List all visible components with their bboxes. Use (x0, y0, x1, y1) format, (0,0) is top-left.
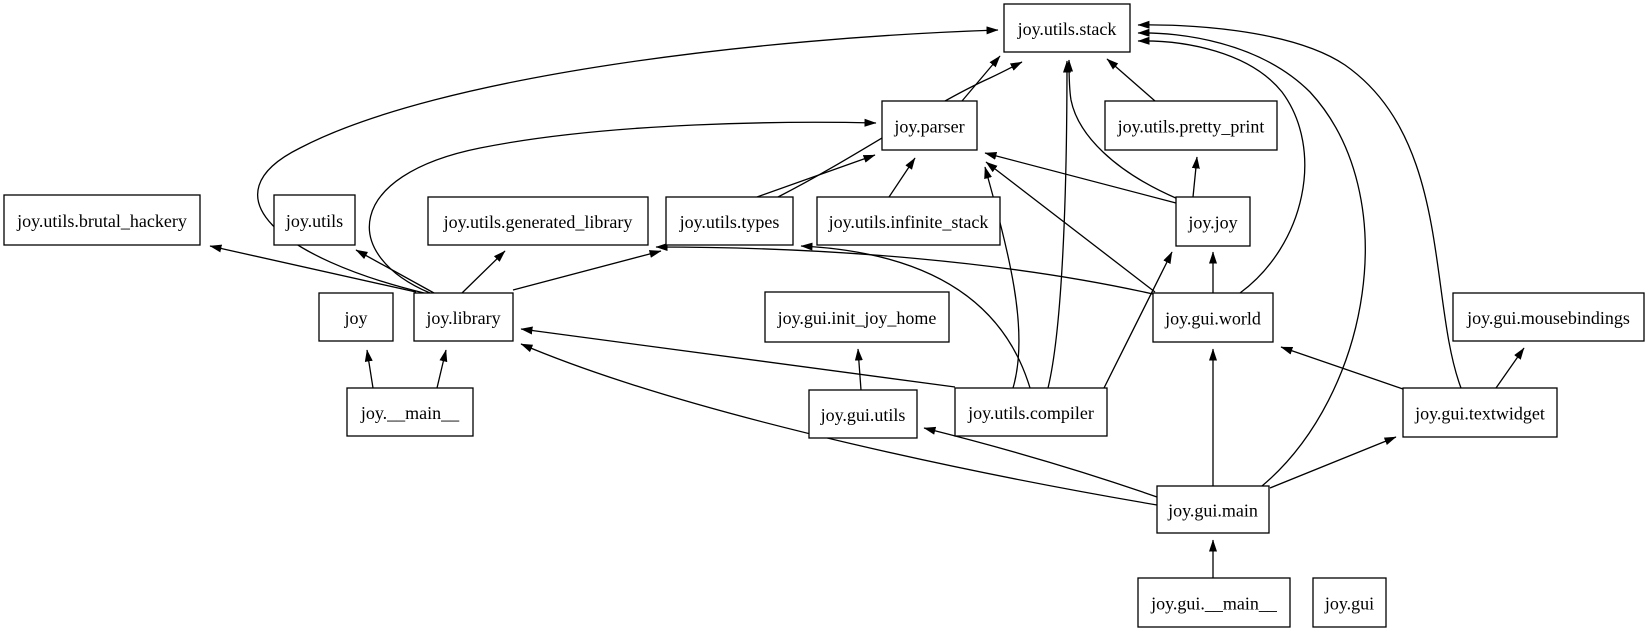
edge-joy-gui-main-to-joy-utils-stack (1137, 28, 1366, 487)
edge-joy-gui-utils-to-joy-gui-init-joy-home (854, 348, 863, 391)
node-label-joy-gui-world: joy.gui.world (1164, 309, 1261, 329)
node-joy-utils-brutal-hackery: joy.utils.brutal_hackery (3, 194, 201, 246)
edge-joy-main-to-joy-library (436, 349, 448, 389)
node-box-joy-gui (1312, 577, 1387, 628)
node-label-joy-gui: joy.gui (1324, 594, 1374, 614)
node-box-joy-gui-world (1152, 292, 1274, 343)
edge-joy-utils-compiler-to-joy-utils-stack (1047, 60, 1071, 389)
node-box-joy-gui-main-module (1137, 577, 1291, 628)
node-joy-utils-pretty-print: joy.utils.pretty_print (1104, 100, 1278, 151)
edge-joy-utils-types-to-joy-utils-stack (777, 61, 1023, 198)
edge-joy-gui-world-to-joy-utils-generated-library (655, 243, 1154, 295)
node-box-joy-gui-utils (808, 389, 918, 439)
node-joy-gui-main-module: joy.gui.__main__ (1137, 577, 1291, 628)
node-joy-utils-infinite-stack: joy.utils.infinite_stack (816, 196, 1001, 246)
node-joy-library: joy.library (413, 292, 514, 342)
node-label-joy-gui-utils: joy.gui.utils (820, 405, 906, 425)
edge-joy-main-to-joy (364, 349, 374, 389)
edge-joy-library-to-joy-utils-stack (257, 26, 999, 294)
node-label-joy-main: joy.__main__ (360, 403, 460, 423)
node-joy-utils-compiler: joy.utils.compiler (954, 387, 1108, 437)
node-label-joy-joy: joy.joy (1187, 213, 1237, 233)
node-label-joy-utils-pretty-print: joy.utils.pretty_print (1117, 117, 1265, 137)
edge-joy-library-to-joy-parser (368, 118, 877, 294)
node-label-joy-parser: joy.parser (893, 117, 964, 137)
node-label-joy-library: joy.library (425, 308, 500, 328)
edge-joy-gui-textwidget-to-joy-gui-world (1280, 346, 1404, 390)
edge-joy-joy-to-joy-parser (984, 152, 1177, 204)
node-label-joy-gui-textwidget: joy.gui.textwidget (1414, 404, 1545, 424)
edge-joy-utils-compiler-to-joy-joy (1103, 251, 1173, 389)
edge-joy-utils-compiler-to-joy-library (520, 326, 956, 388)
node-label-joy-gui-main: joy.gui.main (1167, 501, 1258, 521)
node-joy-gui-init-joy-home: joy.gui.init_joy_home (764, 291, 950, 343)
edge-joy-gui-main-to-joy-gui-textwidget (1269, 436, 1397, 489)
node-box-joy-joy (1175, 196, 1251, 247)
node-joy-gui-textwidget: joy.gui.textwidget (1402, 387, 1558, 438)
node-joy-gui: joy.gui (1312, 577, 1387, 628)
node-box-joy-utils-infinite-stack (816, 196, 1001, 246)
edge-joy-gui-world-to-joy-parser (985, 161, 1156, 293)
node-label-joy-gui-mousebindings: joy.gui.mousebindings (1466, 308, 1630, 328)
edge-joy-gui-main-to-joy-gui-utils (923, 426, 1158, 498)
edge-joy-library-to-joy-utils-types (512, 250, 662, 291)
node-box-joy-library (413, 292, 514, 342)
edge-joy-joy-to-joy-utils-pretty-print (1191, 156, 1200, 198)
edge-joy-gui-main-to-joy-library (520, 343, 1158, 506)
node-box-joy-utils-pretty-print (1104, 100, 1278, 151)
node-box-joy-utils-types (665, 196, 794, 246)
node-label-joy-utils-brutal-hackery: joy.utils.brutal_hackery (16, 211, 187, 231)
edge-joy-joy-to-joy-utils-stack (1065, 59, 1179, 200)
node-joy-utils-generated-library: joy.utils.generated_library (427, 196, 649, 246)
edge-joy-utils-compiler-to-joy-utils-types (800, 242, 1031, 389)
node-joy-main: joy.__main__ (346, 387, 474, 437)
node-joy-gui-mousebindings: joy.gui.mousebindings (1452, 292, 1645, 342)
node-box-joy-parser (881, 100, 978, 151)
edge-joy-parser-to-joy-utils-stack (961, 55, 1001, 102)
edge-joy-gui-textwidget-to-joy-gui-mousebindings (1495, 347, 1525, 389)
node-joy-gui-world: joy.gui.world (1152, 292, 1274, 343)
node-joy-parser: joy.parser (881, 100, 978, 151)
node-box-joy-utils-generated-library (427, 196, 649, 246)
edge-joy-library-to-joy-utils-brutal-hackery (209, 244, 417, 293)
node-label-joy-utils-compiler: joy.utils.compiler (967, 403, 1094, 423)
edges-layer (209, 20, 1525, 578)
node-label-joy-gui-init-joy-home: joy.gui.init_joy_home (777, 308, 937, 328)
node-box-joy-utils-brutal-hackery (3, 194, 201, 246)
node-joy-joy: joy.joy (1175, 196, 1251, 247)
node-label-joy-gui-main-module: joy.gui.__main__ (1150, 594, 1278, 614)
node-box-joy-gui-mousebindings (1452, 292, 1645, 342)
edge-joy-utils-pretty-print-to-joy-utils-stack (1106, 58, 1156, 102)
node-box-joy-utils-stack (1003, 3, 1131, 53)
node-joy-utils-stack: joy.utils.stack (1003, 3, 1131, 53)
node-label-joy: joy (343, 308, 367, 328)
edge-joy-library-to-joy-utils (355, 249, 435, 294)
node-label-joy-utils: joy.utils (285, 211, 343, 231)
node-box-joy-utils-compiler (954, 387, 1108, 437)
node-box-joy-utils (273, 194, 356, 246)
nodes-layer: joy.utils.stack joy.parser joy.utils.prett… (3, 3, 1645, 628)
edge-joy-gui-world-to-joy-utils-stack (1137, 36, 1306, 294)
edge-joy-utils-infinite-stack-to-joy-parser (888, 157, 916, 198)
node-label-joy-utils-generated-library: joy.utils.generated_library (443, 212, 633, 232)
node-joy-utils-types: joy.utils.types (665, 196, 794, 246)
node-joy: joy (318, 292, 394, 342)
edge-joy-gui-textwidget-to-joy-utils-stack (1137, 20, 1462, 389)
node-box-joy-gui-textwidget (1402, 387, 1558, 438)
node-box-joy-main (346, 387, 474, 437)
node-box-joy (318, 292, 394, 342)
node-box-joy-gui-init-joy-home (764, 291, 950, 343)
edge-joy-library-to-joy-utils-generated-library (461, 250, 506, 294)
node-joy-gui-utils: joy.gui.utils (808, 389, 918, 439)
node-label-joy-utils-stack: joy.utils.stack (1017, 19, 1117, 39)
node-box-joy-gui-main (1156, 485, 1270, 534)
node-joy-gui-main: joy.gui.main (1156, 485, 1270, 534)
node-joy-utils: joy.utils (273, 194, 356, 246)
node-label-joy-utils-infinite-stack: joy.utils.infinite_stack (828, 212, 989, 232)
node-label-joy-utils-types: joy.utils.types (679, 212, 780, 232)
